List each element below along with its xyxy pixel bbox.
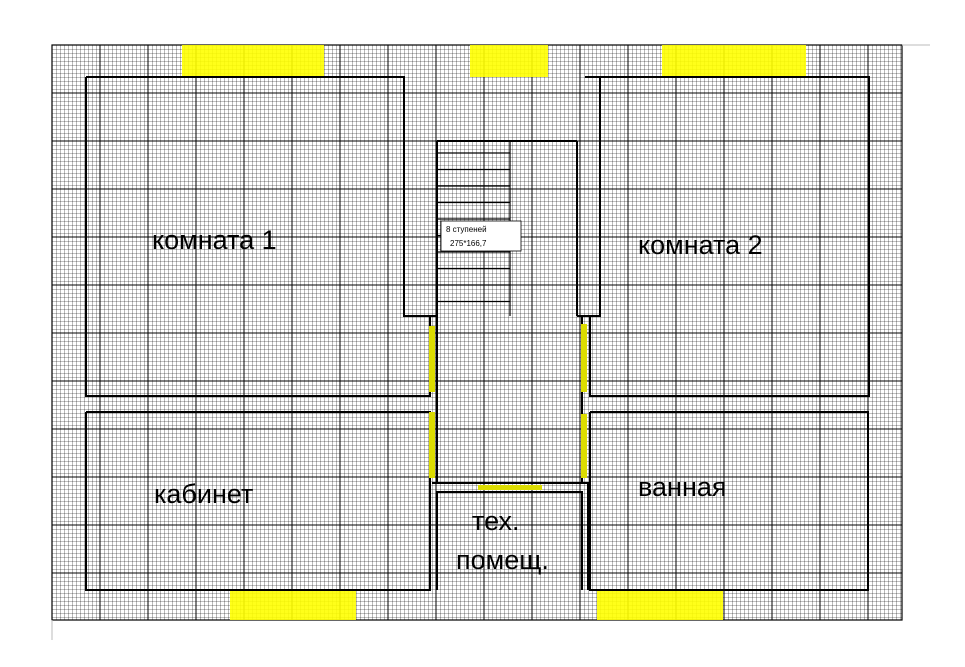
room-label-study: кабинет [154, 479, 253, 509]
room-label-room2: комната 2 [638, 230, 763, 260]
coarse-grid [51, 44, 903, 621]
door-utility [478, 485, 542, 490]
window-stair-top [470, 45, 548, 77]
stair-label-box [440, 220, 522, 252]
window-bathroom [597, 590, 723, 620]
window-room1 [182, 45, 324, 77]
staircase [437, 141, 511, 316]
doors [429, 324, 587, 490]
wall-utility-inner [436, 491, 583, 590]
wall-room2 [585, 76, 870, 397]
wall-utility [432, 482, 589, 590]
room-label-bathroom: ванная [638, 472, 727, 502]
door-study [429, 412, 435, 478]
window-room2 [662, 45, 806, 77]
windows [182, 45, 806, 620]
window-study [230, 590, 356, 620]
wall-bathroom [589, 411, 869, 591]
room-label-room1: комната 1 [152, 225, 277, 255]
stair-dims-label: 275*166,7 [450, 239, 487, 248]
room-label-utility-line1: тех. [472, 506, 520, 536]
stair-steps-label: 8 ступеней [446, 225, 487, 234]
door-room2 [581, 324, 587, 392]
door-room1 [429, 326, 435, 392]
door-bathroom [581, 414, 587, 478]
room-label-utility-line2: помещ. [456, 545, 549, 575]
wall-study [85, 411, 431, 591]
